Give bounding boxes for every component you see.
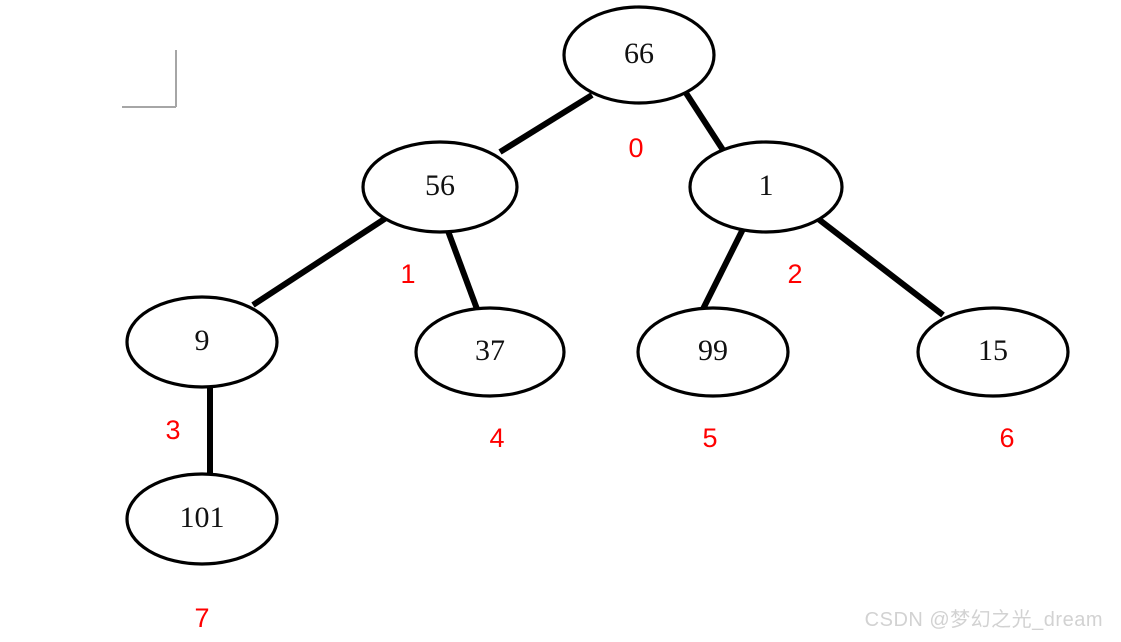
tree-node-99[interactable]: 99 — [636, 306, 790, 398]
tree-node-66[interactable]: 66 — [562, 5, 716, 105]
node-value-label: 66 — [624, 37, 654, 70]
tree-edge-n2-n5 — [700, 227, 746, 311]
tree-edge-n2-n6 — [815, 215, 945, 318]
node-ellipse-56 — [361, 140, 519, 234]
tree-node-9[interactable]: 9 — [125, 295, 279, 389]
node-value-label: 15 — [978, 334, 1008, 367]
tree-node-1[interactable]: 1 — [688, 140, 844, 234]
node-ellipse-101 — [125, 472, 279, 566]
node-ellipse-15 — [916, 306, 1070, 398]
csdn-watermark: CSDN @梦幻之光_dream — [864, 609, 1103, 631]
tree-edges — [207, 91, 945, 476]
array-index-label-5: 5 — [702, 423, 717, 453]
array-index-label-7: 7 — [194, 603, 209, 633]
node-ellipse-1 — [688, 140, 844, 234]
tree-node-101[interactable]: 101 — [125, 472, 279, 566]
node-ellipse-66 — [562, 5, 716, 105]
node-ellipse-99 — [636, 306, 790, 398]
node-value-label: 9 — [195, 324, 210, 357]
array-index-label-6: 6 — [999, 423, 1014, 453]
tree-node-37[interactable]: 37 — [414, 306, 566, 398]
page-corner-mark — [122, 50, 177, 108]
tree-node-15[interactable]: 15 — [916, 306, 1070, 398]
array-index-label-3: 3 — [165, 415, 180, 445]
tree-edge-n0-n2 — [683, 91, 726, 152]
node-value-label: 37 — [475, 334, 505, 367]
node-value-label: 99 — [698, 334, 728, 367]
array-index-label-4: 4 — [489, 423, 504, 453]
node-value-label: 1 — [759, 169, 774, 202]
array-index-label-2: 2 — [787, 259, 802, 289]
tree-edge-n1-n4 — [445, 229, 480, 311]
array-index-label-1: 1 — [400, 259, 415, 289]
array-index-label-0: 0 — [628, 133, 643, 163]
node-ellipse-9 — [125, 295, 279, 389]
node-ellipse-37 — [414, 306, 566, 398]
node-value-label: 101 — [180, 501, 225, 534]
node-value-label: 56 — [425, 169, 455, 202]
tree-edge-n1-n3 — [251, 215, 388, 308]
tree-edge-n0-n1 — [498, 92, 594, 155]
tree-node-56[interactable]: 56 — [361, 140, 519, 234]
